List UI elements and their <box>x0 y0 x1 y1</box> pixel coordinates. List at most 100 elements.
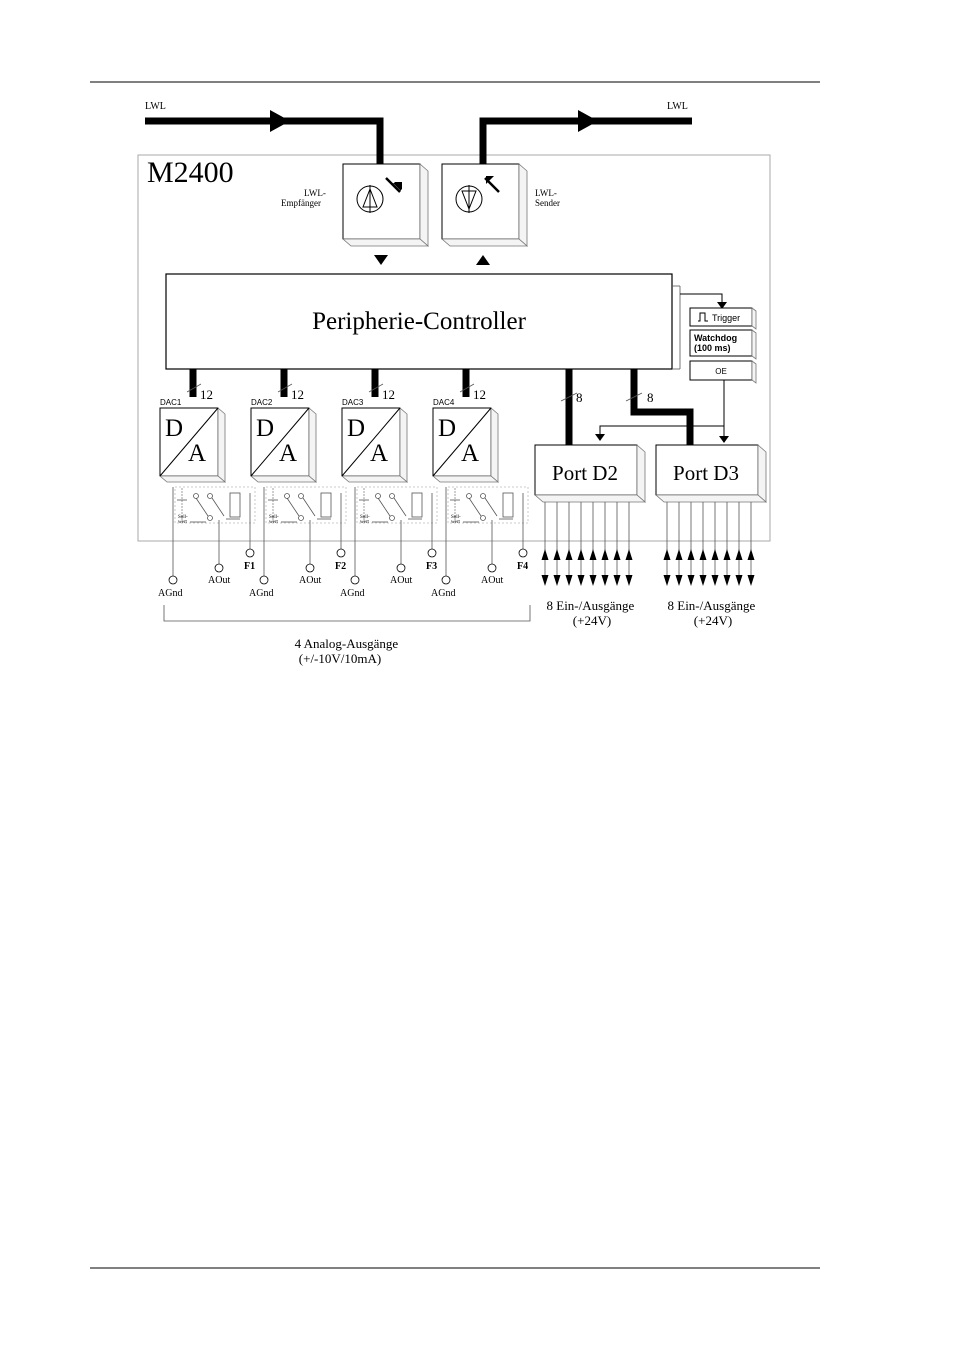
peripherie-controller <box>165 273 673 370</box>
port-d3 <box>654 444 768 503</box>
sollwert-label: Soll-wert <box>269 515 279 525</box>
oe-label: OE <box>715 367 727 376</box>
io-arrow-down <box>723 575 731 586</box>
io-arrow-up <box>675 549 683 560</box>
feedback-terminal <box>518 548 528 558</box>
feedback-label: F3 <box>426 561 437 572</box>
io-arrow-up <box>625 549 633 560</box>
controller-label: Peripherie-Controller <box>312 308 526 335</box>
module-outline <box>137 154 771 542</box>
aout-label: AOut <box>390 575 412 586</box>
dac-name: DAC3 <box>342 398 364 407</box>
lwl-output-label: LWL <box>667 101 688 112</box>
aout-terminal <box>214 563 224 573</box>
agnd-terminal <box>168 575 178 585</box>
aout-terminal <box>396 563 406 573</box>
dac-group: 12DAC1DASoll-wertAGndAOutF112DAC2DASoll-… <box>158 369 529 599</box>
dac-output-circuit: Soll-wert <box>174 486 256 525</box>
agnd-label: AGnd <box>340 588 364 599</box>
sender-label: LWL- Sender <box>535 188 560 208</box>
dac-d-letter: D <box>256 415 274 442</box>
analog-bracket <box>163 605 531 622</box>
dac-d-letter: D <box>347 415 365 442</box>
lwl-receiver <box>341 163 430 247</box>
feedback-label: F4 <box>517 561 528 572</box>
dac-output-circuit: Soll-wert <box>447 486 529 525</box>
io-arrow-down <box>675 575 683 586</box>
aout-terminal <box>487 563 497 573</box>
io-arrow-up <box>711 549 719 560</box>
lwl-input-line <box>145 117 384 168</box>
port-d2-bits: 8 <box>576 390 583 405</box>
feedback-label: F1 <box>244 561 255 572</box>
dac-a-letter: A <box>461 440 479 467</box>
analog-caption: 4 Analog-Ausgänge (+/-10V/10mA) <box>295 636 402 666</box>
aout-terminal <box>305 563 315 573</box>
agnd-terminal <box>441 575 451 585</box>
dac-a-letter: A <box>279 440 297 467</box>
lwl-input-arrow <box>270 110 290 132</box>
io-arrow-down <box>565 575 573 586</box>
port-d3-io-caption: 8 Ein-/Ausgänge (+24V) <box>668 598 759 628</box>
module-title: M2400 <box>147 156 234 189</box>
io-arrow-up <box>601 549 609 560</box>
io-arrow-up <box>577 549 585 560</box>
receiver-down-arrow <box>374 255 388 265</box>
trigger-label: Trigger <box>712 313 740 323</box>
pulse-icon <box>698 312 708 322</box>
io-arrow-down <box>663 575 671 586</box>
port-io-lines <box>541 502 755 586</box>
feedback-terminal <box>336 548 346 558</box>
io-arrow-down <box>711 575 719 586</box>
io-arrow-down <box>541 575 549 586</box>
agnd-label: AGnd <box>431 588 455 599</box>
watchdog-box <box>689 329 757 360</box>
io-arrow-down <box>589 575 597 586</box>
lwl-sender <box>440 163 529 247</box>
port-d3-bus <box>630 369 694 447</box>
port-d2-io-caption: 8 Ein-/Ausgänge (+24V) <box>547 598 638 628</box>
dac-d-letter: D <box>165 415 183 442</box>
io-arrow-up <box>613 549 621 560</box>
io-arrow-up <box>735 549 743 560</box>
io-arrow-down <box>601 575 609 586</box>
feedback-label: F2 <box>335 561 346 572</box>
receiver-label: LWL- Empfänger <box>281 188 328 208</box>
dac-output-circuit: Soll-wert <box>356 486 438 525</box>
feedback-terminal <box>245 548 255 558</box>
dac-a-letter: A <box>370 440 388 467</box>
io-arrow-up <box>553 549 561 560</box>
io-arrow-up <box>541 549 549 560</box>
io-arrow-up <box>663 549 671 560</box>
io-arrow-down <box>577 575 585 586</box>
io-arrow-down <box>625 575 633 586</box>
dac-a-letter: A <box>188 440 206 467</box>
agnd-label: AGnd <box>158 588 182 599</box>
io-arrow-down <box>613 575 621 586</box>
feedback-terminal <box>427 548 437 558</box>
dac-d-letter: D <box>438 415 456 442</box>
trigger-box <box>689 307 757 330</box>
agnd-terminal <box>259 575 269 585</box>
port-d2 <box>533 444 647 503</box>
dac-bits: 12 <box>473 387 486 402</box>
lwl-input-label: LWL <box>145 101 166 112</box>
port-d3-bits: 8 <box>647 390 654 405</box>
lwl-output-arrow <box>578 110 598 132</box>
sollwert-label: Soll-wert <box>178 515 188 525</box>
io-arrow-up <box>747 549 755 560</box>
sollwert-label: Soll-wert <box>360 515 370 525</box>
aout-label: AOut <box>299 575 321 586</box>
dac-output-circuit: Soll-wert <box>265 486 347 525</box>
dac-name: DAC4 <box>433 398 455 407</box>
agnd-terminal <box>350 575 360 585</box>
dac-name: DAC2 <box>251 398 273 407</box>
io-arrow-up <box>699 549 707 560</box>
sollwert-label: Soll-wert <box>451 515 461 525</box>
io-arrow-up <box>565 549 573 560</box>
